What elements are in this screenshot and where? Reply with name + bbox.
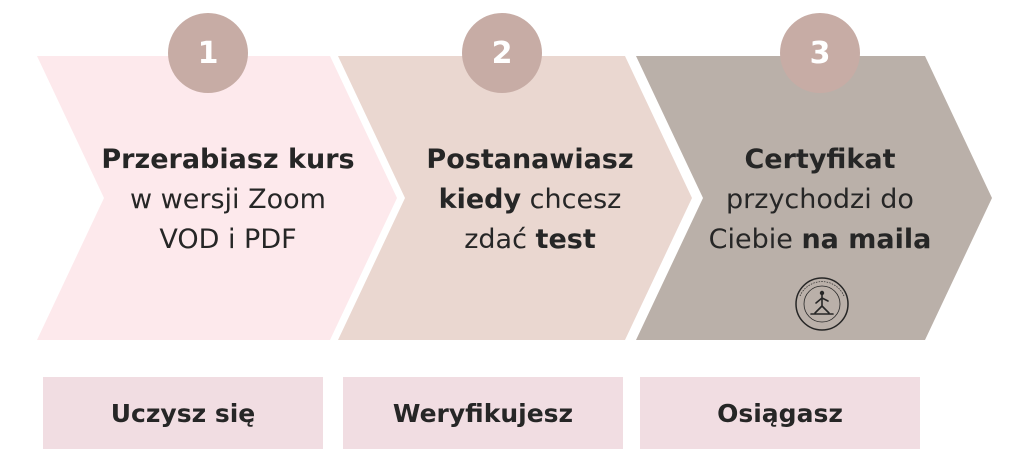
step-3-arrow bbox=[636, 56, 992, 340]
step-2-number-badge: 2 bbox=[462, 13, 542, 93]
step-2-line2-rest: chcesz bbox=[521, 184, 622, 215]
step-1-arrow bbox=[37, 56, 397, 340]
step-2-label-box: Weryfikujesz bbox=[343, 377, 623, 449]
step-3-line3-bold: na maila bbox=[801, 224, 932, 255]
step-2-line3-pre: zdać bbox=[464, 224, 536, 255]
step-1-label: Uczysz się bbox=[110, 398, 256, 428]
step-2-line3-bold: test bbox=[535, 224, 596, 255]
step-1-label-box: Uczysz się bbox=[43, 377, 323, 449]
step-1-line1: Przerabiasz kurs bbox=[101, 144, 355, 175]
step-2-label: Weryfikujesz bbox=[392, 398, 574, 428]
step-2-line1: Postanawiasz bbox=[426, 144, 634, 175]
step-2-line2-bold: kiedy bbox=[438, 184, 522, 215]
step-1-line3: VOD i PDF bbox=[159, 224, 297, 255]
step-2-number: 2 bbox=[491, 35, 513, 71]
step-3-label: Osiągasz bbox=[717, 398, 843, 428]
step-3-label-box: Osiągasz bbox=[640, 377, 920, 449]
step-3-number-badge: 3 bbox=[780, 13, 860, 93]
yoga-seal-logo-icon bbox=[795, 277, 849, 331]
step-1-number-badge: 1 bbox=[168, 13, 248, 93]
step-3-line2: przychodzi do bbox=[726, 184, 914, 215]
step-3-line1: Certyfikat bbox=[744, 144, 896, 175]
step-2-arrow bbox=[338, 56, 692, 340]
step-1-text: Przerabiasz kurs w wersji Zoom VOD i PDF bbox=[98, 140, 358, 260]
step-3-line3-pre: Ciebie bbox=[708, 224, 802, 255]
step-1-line2: w wersji Zoom bbox=[130, 184, 326, 215]
step-2-text: Postanawiasz kiedy chcesz zdać test bbox=[400, 140, 660, 260]
step-3-text: Certyfikat przychodzi do Ciebie na maila bbox=[690, 140, 950, 260]
step-3-number: 3 bbox=[809, 35, 831, 71]
step-1-number: 1 bbox=[197, 35, 219, 71]
